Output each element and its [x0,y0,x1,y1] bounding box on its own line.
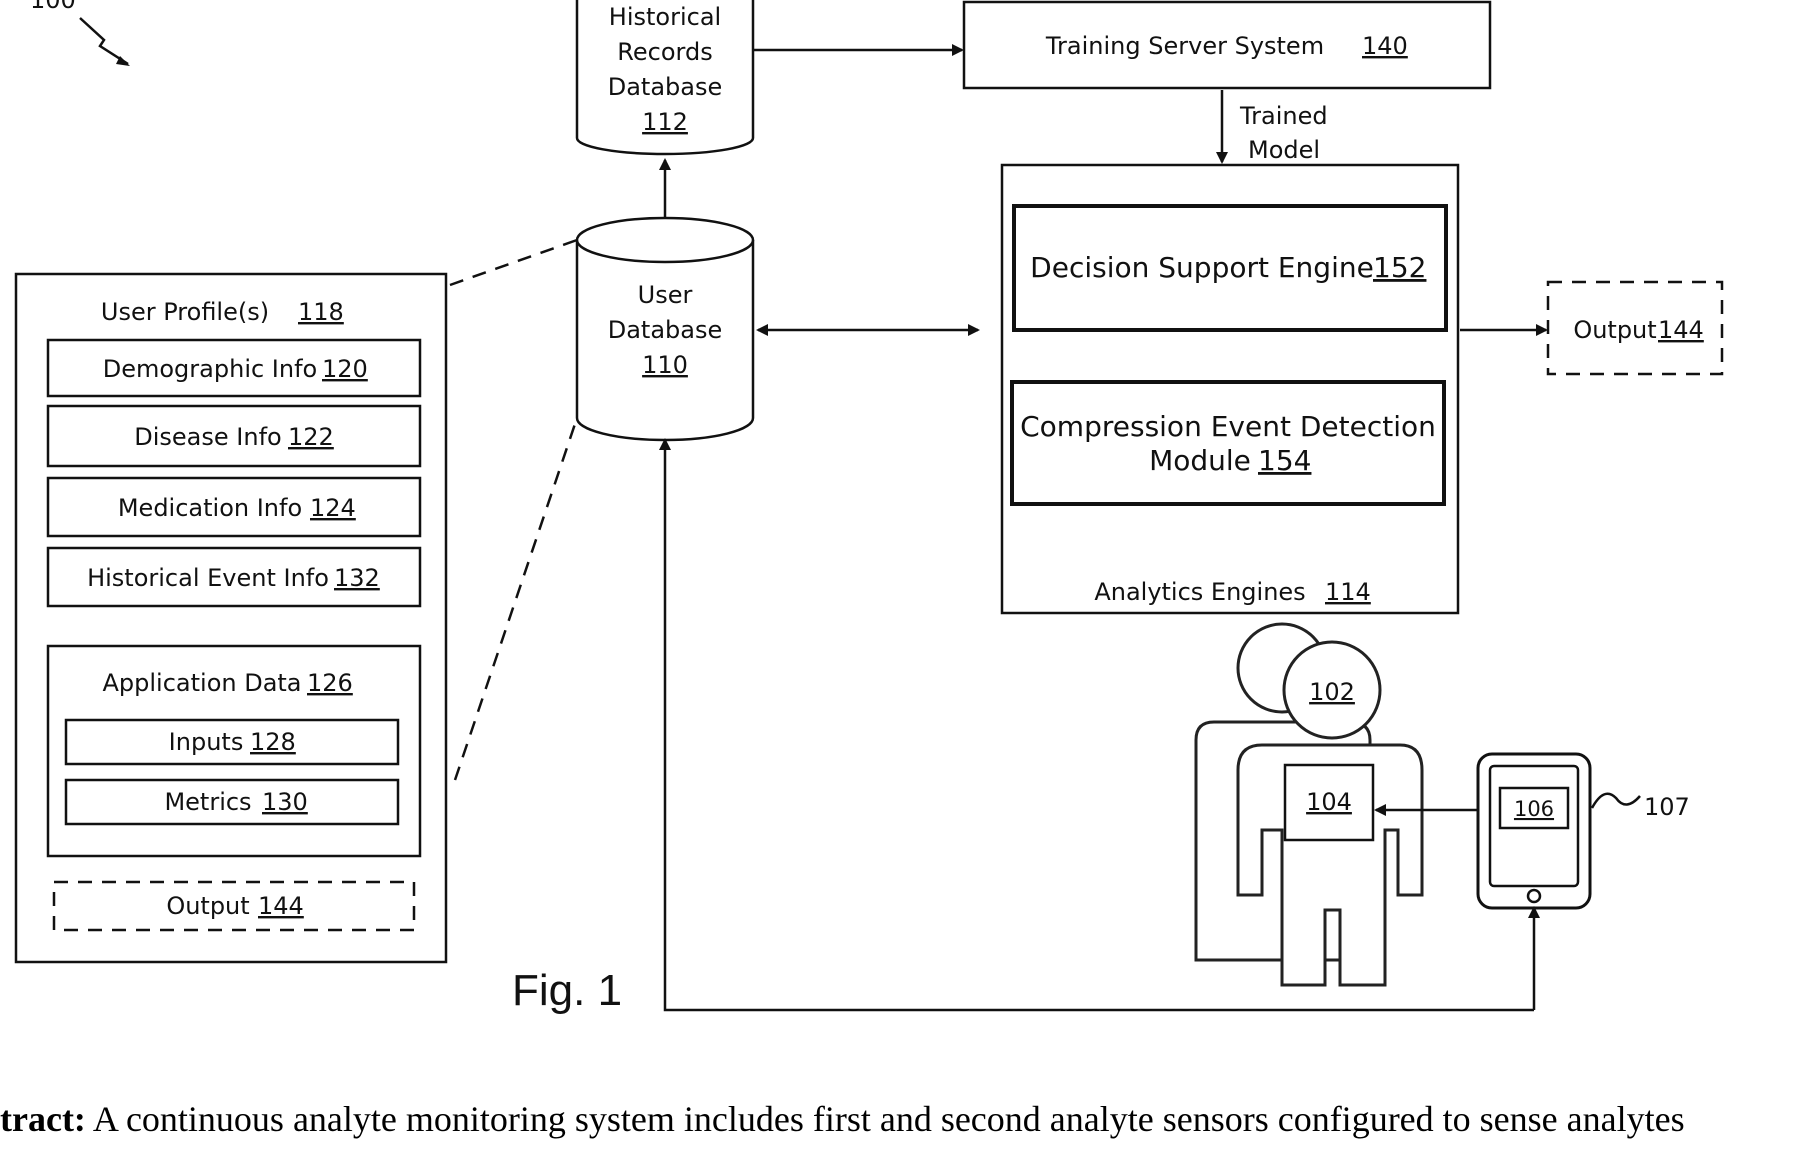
output-right-label: Output [1573,316,1656,344]
user-db-ref: 110 [642,351,688,379]
decision-support-label: Decision Support Engine [1030,251,1374,284]
person-ref: 102 [1309,678,1355,706]
historical-db-line2: Records [617,38,712,66]
user-profile-ref: 118 [298,298,344,326]
historical-event-info-ref: 132 [334,564,380,592]
user-person-figure: 102 104 [1196,624,1422,985]
user-profile-panel: User Profile(s) 118 Demographic Info 120… [16,274,446,962]
demographic-info-label: Demographic Info [103,355,317,383]
dashed-link-top [450,240,577,285]
abstract-text: tract: A continuous analyte monitoring s… [0,1098,1795,1140]
historical-db-line3: Database [608,73,723,101]
medication-info-ref: 124 [310,494,356,522]
user-profile-title: User Profile(s) [101,298,269,326]
disease-info-ref: 122 [288,423,334,451]
historical-db-ref: 112 [642,108,688,136]
application-data-ref: 126 [307,669,353,697]
ref-100-label: 100 [30,0,76,14]
analytics-ref: 114 [1325,578,1371,606]
abstract-body: A continuous analyte monitoring system i… [86,1099,1685,1139]
compression-line1: Compression Event Detection [1020,410,1436,443]
training-server-system: Training Server System 140 [964,2,1490,88]
trained-model-line2: Model [1248,136,1320,164]
device-ref: 106 [1514,797,1554,821]
historical-event-info-label: Historical Event Info [87,564,329,592]
training-server-label: Training Server System [1045,32,1324,60]
compression-event-module-box [1012,382,1444,504]
analytics-engines-panel: Decision Support Engine 152 Compression … [1002,165,1458,613]
analytics-title: Analytics Engines [1094,578,1305,606]
application-data-label: Application Data [102,669,301,697]
metrics-ref: 130 [262,788,308,816]
medication-info-label: Medication Info [118,494,302,522]
output-right-ref: 144 [1658,316,1704,344]
metrics-label: Metrics [164,788,251,816]
training-server-ref: 140 [1362,32,1408,60]
device-leader-line [1592,794,1640,808]
device-label-107: 107 [1644,793,1690,821]
trained-model-line1: Trained [1239,102,1328,130]
user-db-line1: User [638,281,693,309]
output-left-ref: 144 [258,892,304,920]
inputs-label: Inputs [169,728,244,756]
output-left-label: Output [166,892,249,920]
user-database: User Database 110 [577,218,753,440]
historical-db-line1: Historical [609,3,721,31]
inputs-ref: 128 [250,728,296,756]
historical-records-database: Historical Records Database 112 [577,0,753,154]
compression-line2: Module [1149,444,1251,477]
demographic-info-ref: 120 [322,355,368,383]
dashed-link-bottom [455,418,577,780]
disease-info-label: Disease Info [134,423,281,451]
mobile-device: 106 [1478,754,1590,908]
sensor-ref: 104 [1306,788,1352,816]
compression-ref: 154 [1258,444,1311,477]
decision-support-ref: 152 [1373,251,1426,284]
figure-caption: Fig. 1 [512,966,622,1015]
user-db-line2: Database [608,316,723,344]
abstract-label: tract: [0,1099,86,1139]
